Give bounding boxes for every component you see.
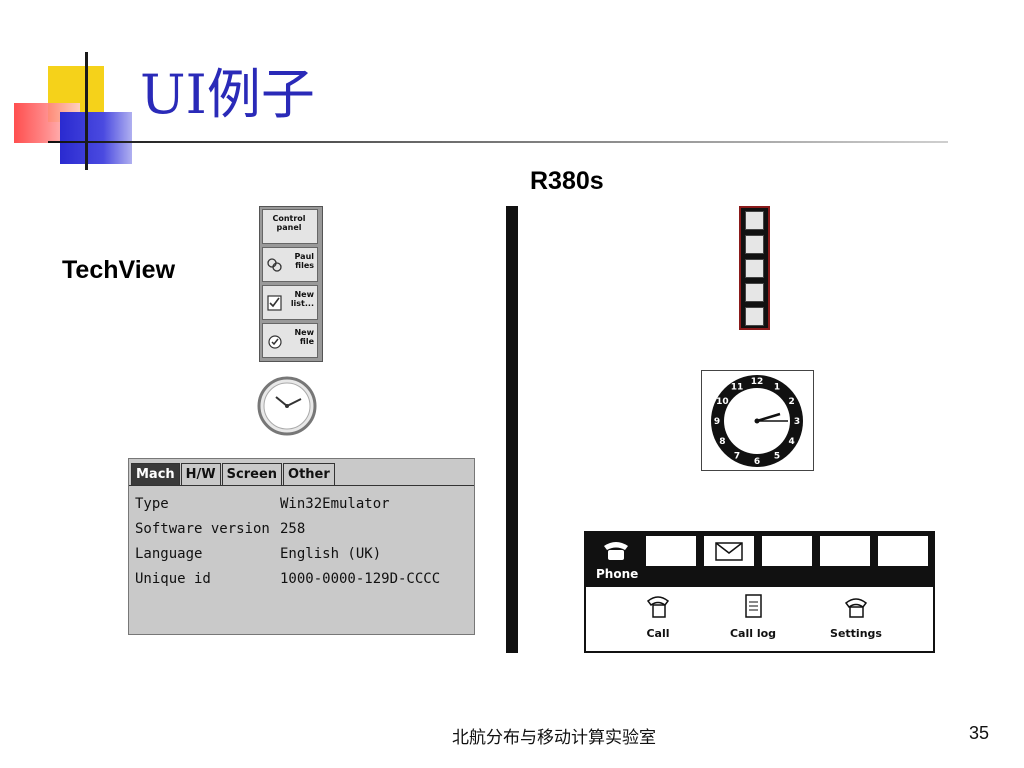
clock-numeral: 4 (788, 437, 794, 447)
call-log-label: Call log (729, 627, 777, 640)
calendar-icon[interactable] (761, 535, 813, 567)
clock-numeral: 6 (754, 457, 760, 467)
app-icon-label: Control panel (272, 214, 306, 232)
info-key: Software version (135, 521, 270, 537)
section-divider (506, 206, 518, 653)
clock-numeral: 10 (716, 397, 729, 407)
clock-numeral: 8 (719, 437, 725, 447)
r380s-label: R380s (530, 167, 604, 195)
search-icon[interactable] (745, 283, 764, 302)
control-panel-icon[interactable]: Control panel (262, 209, 318, 244)
techview-info-panel: Mach H/W Screen Other Type Win32Emulator… (128, 458, 475, 635)
info-value: 258 (280, 521, 306, 537)
call-label: Call (646, 627, 670, 640)
techview-label: TechView (62, 256, 176, 284)
title-deco-vertical-line (85, 52, 88, 170)
clock-icon[interactable] (745, 307, 764, 326)
clock-phone-icon[interactable] (877, 535, 929, 567)
call-log-item[interactable]: Call log (713, 593, 793, 640)
settings-item[interactable]: Settings (816, 593, 896, 640)
techview-clock-icon[interactable] (256, 375, 318, 437)
info-key: Language (135, 546, 203, 562)
tools-icon[interactable] (819, 535, 871, 567)
notebook-icon[interactable] (645, 535, 697, 567)
info-key: Unique id (135, 571, 211, 587)
panel-body: Type Win32Emulator Software version 258 … (129, 485, 474, 634)
info-value: Win32Emulator (280, 496, 390, 512)
call-item[interactable]: Call (618, 593, 698, 640)
tab-other[interactable]: Other (283, 463, 335, 486)
app-icon-label: New file (294, 328, 314, 346)
slide-title: UI例子 (140, 63, 315, 126)
r380s-phone-app: Phone Call Call log Settings (584, 531, 935, 653)
info-value: 1000-0000-129D-CCCC (280, 571, 441, 587)
checklist-icon[interactable]: New list... (262, 285, 318, 320)
tab-mach[interactable]: Mach (131, 463, 180, 486)
title-deco-blue-square (60, 112, 132, 164)
phone-glyph-icon (604, 542, 628, 560)
contacts-icon[interactable] (745, 259, 764, 278)
clock-numeral: 7 (734, 452, 740, 462)
slide-footer: 北航分布与移动计算实验室 (452, 728, 656, 748)
clock-numeral: 1 (774, 382, 780, 392)
title-underline (48, 141, 948, 143)
info-row-language: Language English (UK) (135, 543, 470, 565)
document-icon[interactable] (745, 235, 764, 254)
files-glyph-icon (267, 258, 282, 272)
phone-app-tabbar: Phone (586, 533, 933, 587)
info-key: Type (135, 496, 169, 512)
info-value: English (UK) (280, 546, 382, 562)
clock-numeral: 5 (774, 452, 780, 462)
r380s-icon-strip (739, 206, 770, 330)
info-row-software-version: Software version 258 (135, 518, 470, 540)
mail-glyph-icon (715, 542, 743, 561)
clock-numeral: 2 (788, 397, 794, 407)
tab-hw[interactable]: H/W (180, 463, 221, 486)
settings-icon (844, 598, 868, 618)
app-icon-label: New list... (290, 290, 314, 308)
mail-icon[interactable] (703, 535, 755, 567)
app-icon-label: Paul files (294, 252, 314, 270)
clock-numeral: 12 (751, 377, 764, 387)
checklist-glyph-icon (267, 295, 282, 311)
call-log-icon (745, 594, 762, 618)
clock-numeral: 9 (714, 417, 720, 427)
page-number: 35 (969, 723, 990, 743)
settings-label: Settings (830, 627, 882, 640)
phone-icon[interactable] (590, 535, 642, 567)
new-file-glyph-icon (268, 335, 282, 349)
panel-tabs: Mach H/W Screen Other (131, 463, 336, 486)
techview-app-icons: Control panel Paul files New list... New… (259, 206, 323, 362)
tab-screen[interactable]: Screen (221, 463, 283, 486)
phone-active-label: Phone (596, 567, 639, 581)
info-row-unique-id: Unique id 1000-0000-129D-CCCC (135, 568, 470, 590)
app-icon[interactable] (745, 211, 764, 230)
clock-numeral: 3 (794, 417, 800, 427)
call-icon (646, 596, 670, 618)
files-icon[interactable]: Paul files (262, 247, 318, 282)
clock-numeral: 11 (731, 382, 744, 392)
new-file-icon[interactable]: New file (262, 323, 318, 358)
info-row-type: Type Win32Emulator (135, 493, 470, 515)
